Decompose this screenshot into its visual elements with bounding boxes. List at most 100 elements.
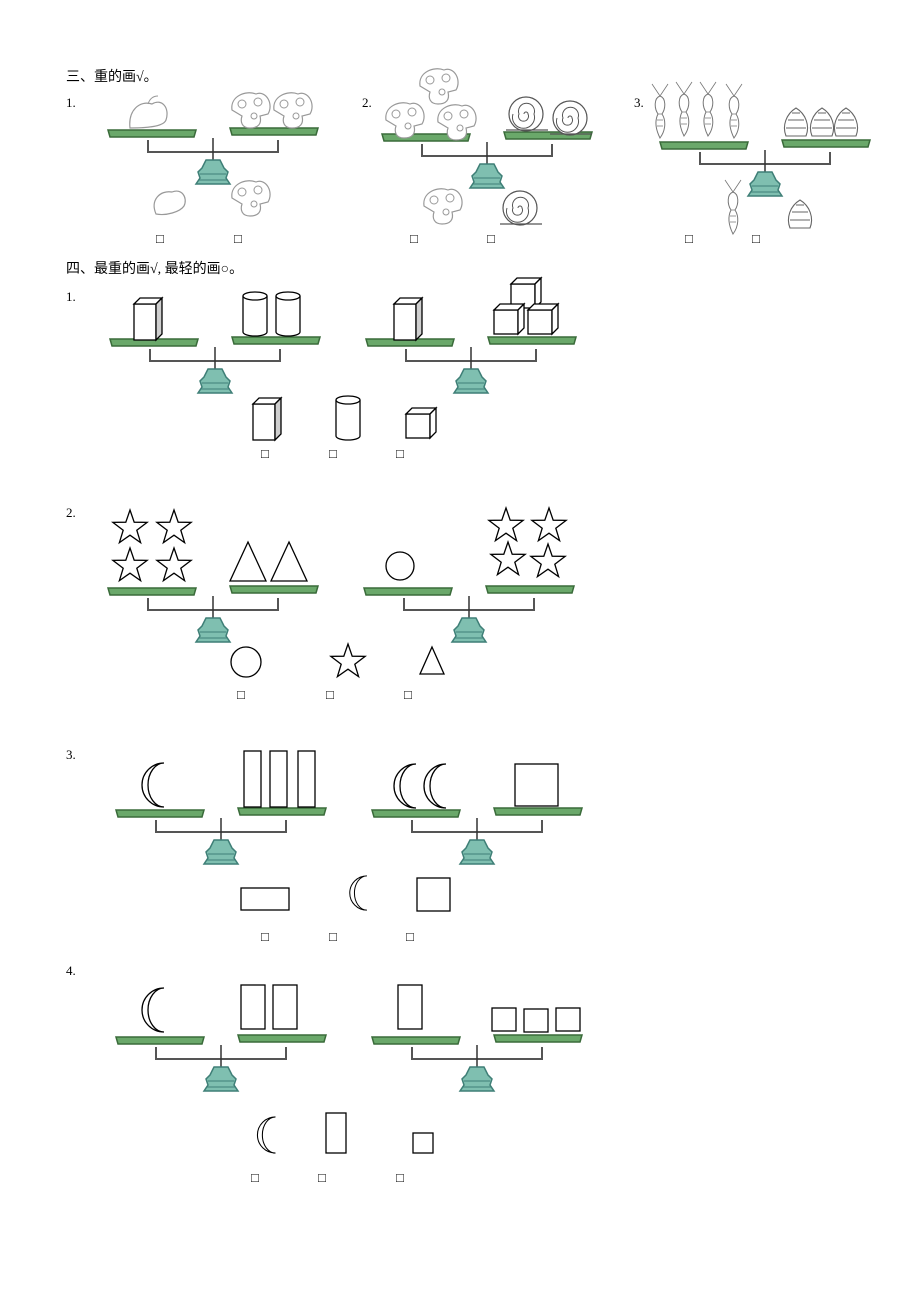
s4-item3-rect-answer — [240, 887, 290, 911]
s4-item2-star-answer — [330, 643, 366, 678]
s4-item1-balance-a — [109, 336, 321, 394]
s4-item1-cuboid-on-pan — [133, 297, 163, 341]
s4-item2-star-8 — [530, 543, 566, 578]
s3-item3-number: 3. — [634, 95, 644, 110]
s4-item1-cuboid-on-pan-b — [393, 297, 423, 341]
s4-item4-crescent-on-pan — [141, 987, 165, 1033]
section4-heading: 四、最重的画√, 最轻的画○。 — [66, 262, 244, 277]
s4-item3-rect-b — [269, 750, 288, 808]
s3-item2-snail-b — [549, 100, 593, 136]
s4-item4-crescent-answer — [256, 1116, 277, 1154]
s4-item2-answer-box-2[interactable]: □ — [326, 687, 334, 702]
s3-item1-mushroom-below — [231, 180, 271, 217]
s4-item2-answer-box-1[interactable]: □ — [237, 687, 245, 702]
s4-item2-triangle-answer — [418, 645, 446, 675]
s3-item2-balance — [381, 131, 593, 189]
s3-item3-shrimp-1 — [651, 83, 669, 139]
s4-item2-star-3 — [112, 547, 148, 582]
s3-item2-right-answer-box[interactable]: □ — [487, 231, 495, 246]
s4-item3-rect-c — [297, 750, 316, 808]
s3-item2-left-answer-box[interactable]: □ — [410, 231, 418, 246]
s3-item1-mushroom-b — [273, 92, 313, 129]
s4-item3-crescent-on-pan — [141, 762, 165, 808]
s4-item2-balance-b — [363, 585, 575, 643]
s4-item1-balance-b — [365, 336, 577, 394]
s4-item2-answer-box-3[interactable]: □ — [404, 687, 412, 702]
s4-item3-balance-a — [115, 807, 327, 865]
s3-item3-shrimp-4 — [725, 83, 743, 139]
s4-item3-crescent-b1 — [393, 763, 417, 809]
s4-item3-crescent-b2 — [423, 763, 447, 809]
s4-item4-rect-b — [272, 984, 298, 1030]
s4-item3-number: 3. — [66, 747, 76, 762]
s3-item1-right-answer-box[interactable]: □ — [234, 231, 242, 246]
s4-item2-star-2 — [156, 509, 192, 544]
s3-item3-shrimp-2 — [675, 81, 693, 137]
s4-item4-rect-answer — [325, 1112, 347, 1154]
s4-item1-cuboid-answer — [252, 397, 282, 441]
s4-item3-crescent-answer — [349, 875, 368, 911]
s3-item3-conch-1 — [783, 107, 809, 137]
s3-item3-shrimp-3 — [699, 81, 717, 137]
s4-item2-circle-on-pan — [385, 551, 415, 581]
s4-item4-number: 4. — [66, 963, 76, 978]
s4-item1-cube-left — [493, 303, 525, 335]
s4-item3-answer-box-1[interactable]: □ — [261, 929, 269, 944]
s3-item2-snail-below — [499, 190, 543, 226]
s4-item2-star-1 — [112, 509, 148, 544]
s3-item2-mushroom-left — [385, 102, 425, 139]
s3-item2-number: 2. — [362, 95, 372, 110]
s4-item4-rect-a — [240, 984, 266, 1030]
s3-item1-pepper-below — [153, 190, 186, 216]
s4-item3-answer-box-3[interactable]: □ — [406, 929, 414, 944]
s4-item4-balance-b — [371, 1034, 583, 1092]
section3-heading: 三、重的画√。 — [66, 70, 158, 85]
s4-item2-balance-a — [107, 585, 319, 643]
s3-item3-conch-3 — [833, 107, 859, 137]
s3-item3-shrimp-below — [724, 179, 742, 235]
s3-item1-pepper-on-pan — [129, 95, 168, 129]
s4-item4-square-2 — [523, 1008, 549, 1033]
s4-item2-triangle-a — [228, 540, 268, 582]
s4-item4-answer-box-2[interactable]: □ — [318, 1170, 326, 1185]
s4-item2-star-5 — [488, 507, 524, 542]
s4-item1-cylinder-b — [275, 291, 301, 337]
s4-item4-rect-on-pan — [397, 984, 423, 1030]
s4-item1-cube-right — [527, 303, 559, 335]
s4-item4-answer-box-3[interactable]: □ — [396, 1170, 404, 1185]
s3-item3-conch-2 — [809, 107, 835, 137]
s4-item1-cube-answer — [405, 407, 437, 439]
s4-item2-star-6 — [531, 507, 567, 542]
s3-item2-mushroom-below — [423, 188, 463, 225]
s3-item2-snail-a — [505, 96, 549, 132]
s4-item1-answer-box-3[interactable]: □ — [396, 446, 404, 461]
s4-item1-number: 1. — [66, 289, 76, 304]
s4-item1-answer-box-2[interactable]: □ — [329, 446, 337, 461]
s4-item1-answer-box-1[interactable]: □ — [261, 446, 269, 461]
s4-item3-square-on-pan — [514, 763, 559, 807]
s4-item1-cylinder-answer — [335, 395, 361, 441]
s3-item1-balance — [107, 127, 319, 185]
s3-item1-mushroom-a — [231, 92, 271, 129]
s4-item4-square-3 — [555, 1007, 581, 1032]
s4-item3-rect-a — [243, 750, 262, 808]
s3-item1-left-answer-box[interactable]: □ — [156, 231, 164, 246]
s4-item4-square-1 — [491, 1007, 517, 1032]
s4-item2-number: 2. — [66, 505, 76, 520]
s3-item3-conch-below — [787, 199, 813, 229]
s3-item1-number: 1. — [66, 95, 76, 110]
s4-item2-star-4 — [156, 547, 192, 582]
s4-item2-circle-answer — [230, 646, 262, 678]
s3-item3-right-answer-box[interactable]: □ — [752, 231, 760, 246]
s3-item3-left-answer-box[interactable]: □ — [685, 231, 693, 246]
s4-item2-triangle-b — [269, 540, 309, 582]
s4-item4-answer-box-1[interactable]: □ — [251, 1170, 259, 1185]
s4-item3-answer-box-2[interactable]: □ — [329, 929, 337, 944]
s3-item3-balance — [659, 139, 871, 197]
s4-item4-square-answer — [412, 1132, 434, 1154]
s4-item3-balance-b — [371, 807, 583, 865]
s4-item4-balance-a — [115, 1034, 327, 1092]
s4-item1-cylinder-a — [242, 291, 268, 337]
s4-item3-square-answer — [416, 877, 451, 912]
